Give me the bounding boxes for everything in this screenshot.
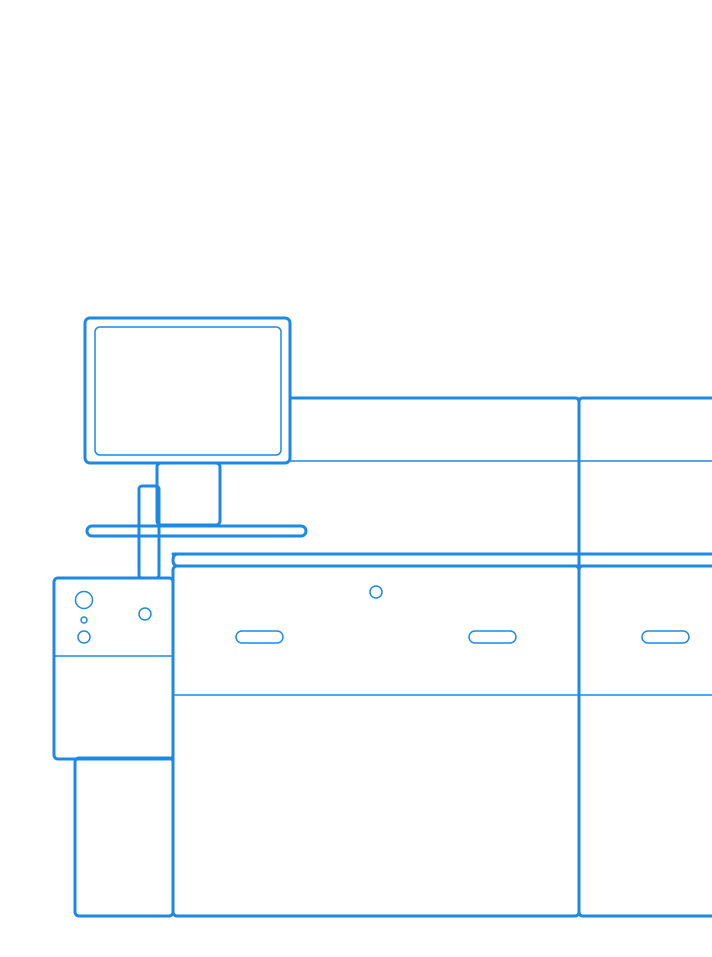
drawer-handle-1 [235, 630, 284, 644]
drawer-handle-2 [468, 630, 517, 644]
monitor [83, 316, 292, 465]
monitor-frame [83, 316, 292, 465]
monitor-screen [94, 326, 282, 456]
middle-rail-strip [171, 552, 712, 568]
pedestal-base [73, 756, 175, 918]
large-button-icon [74, 590, 94, 610]
lower-body-right [577, 564, 712, 918]
monitor-shelf [85, 524, 308, 538]
monitor-mount [85, 461, 308, 580]
upper-housing [171, 396, 712, 556]
control-panel [52, 576, 175, 761]
control-pedestal [52, 576, 175, 918]
drawer-handle-3 [641, 630, 690, 644]
sensor-icon [369, 585, 383, 599]
lower-body-left [171, 564, 581, 918]
middle-rail [171, 552, 712, 568]
small-button-icon [77, 630, 91, 644]
monitor-neck [155, 461, 222, 527]
upper-housing-right [577, 396, 712, 556]
indicator-light-icon [80, 616, 88, 624]
upper-housing-left [171, 396, 581, 556]
lower-body [171, 564, 712, 918]
key-switch-icon [138, 607, 152, 621]
